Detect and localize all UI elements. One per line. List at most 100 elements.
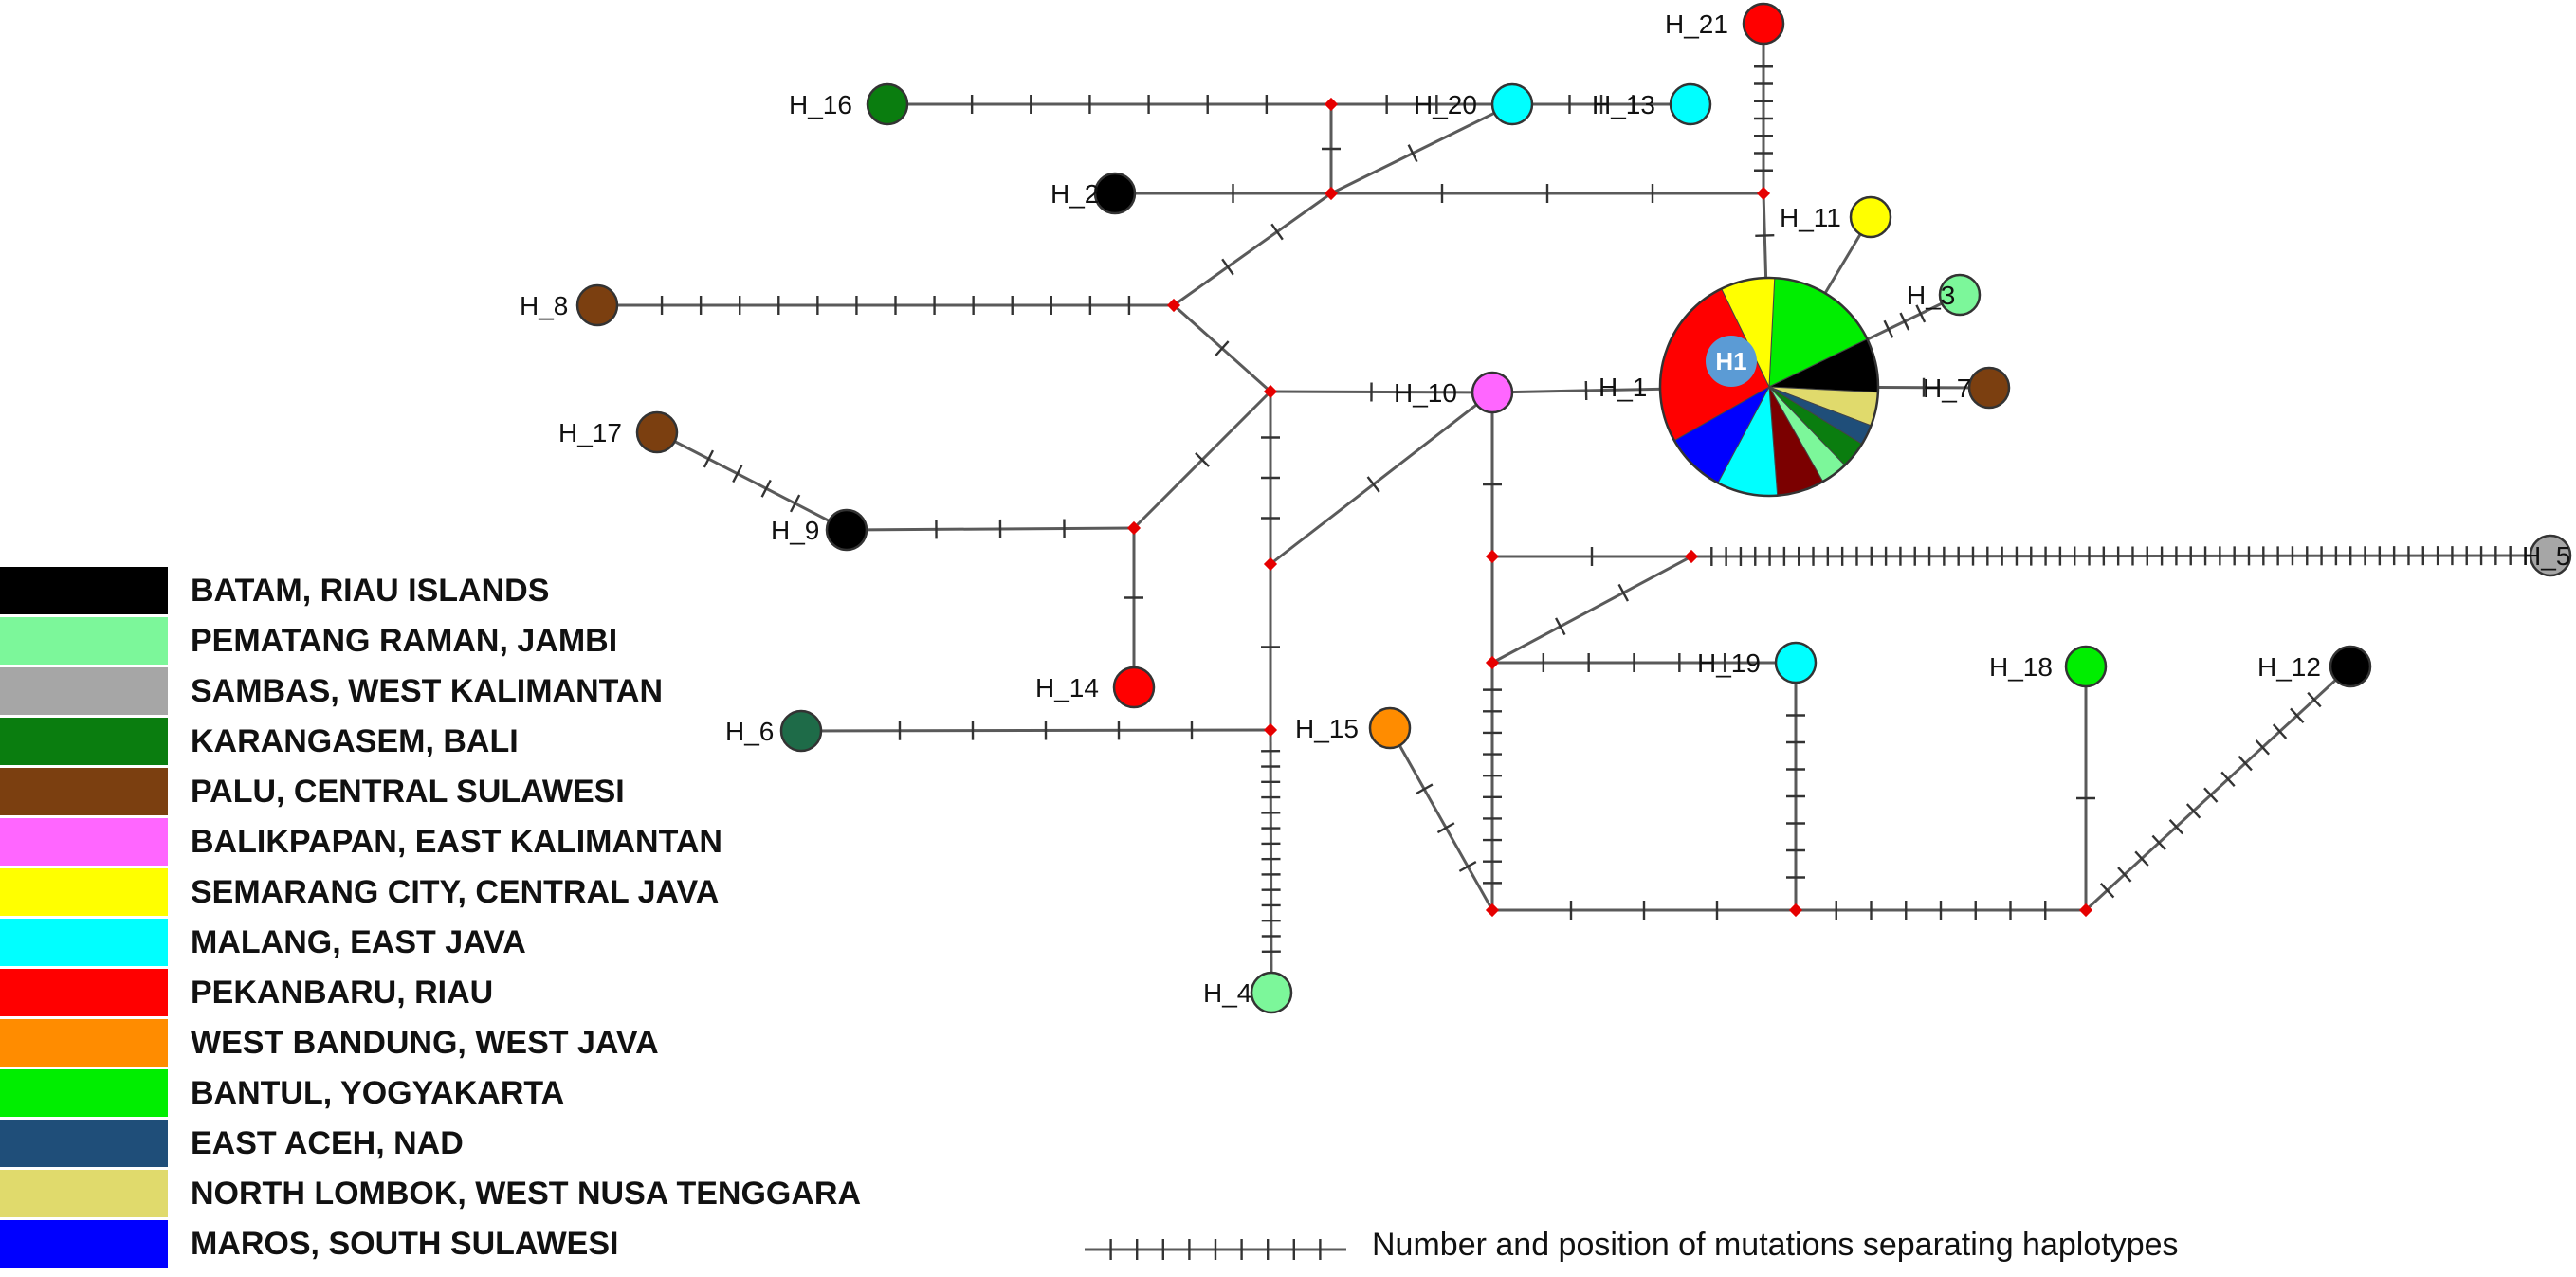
legend-item: SEMARANG CITY, CENTRAL JAVA	[0, 868, 719, 916]
haplotype-label-h9: H_9	[771, 516, 819, 545]
median-vector-mv10	[1684, 549, 1699, 564]
mutation-tick	[2255, 739, 2271, 756]
haplotype-node-h15	[1368, 706, 1412, 750]
legend-label: SAMBAS, WEST KALIMANTAN	[191, 672, 663, 709]
edge-mv7-h10	[1270, 391, 1493, 566]
legend-swatch	[0, 919, 168, 966]
edge-mv14-h12	[2084, 665, 2352, 912]
haplotype-node-h9	[825, 508, 868, 552]
median-vector-mv6	[1126, 520, 1142, 536]
legend-swatch	[0, 1069, 168, 1117]
legend-swatch	[0, 718, 168, 765]
median-vector-mv3	[1756, 186, 1771, 201]
legend-swatch	[0, 667, 168, 715]
mutation-tick	[2151, 834, 2166, 851]
mutation-tick	[1458, 861, 1477, 872]
haplotype-label-h19: H_19	[1697, 648, 1761, 678]
haplotype-label-h11: H_11	[1780, 203, 1841, 232]
mutation-tick	[2117, 867, 2132, 883]
mutation-tick	[1899, 312, 1910, 331]
mutation-tick	[1215, 340, 1230, 356]
haplotype-node-h10	[1471, 371, 1514, 414]
haplotype-label-h8: H_8	[520, 291, 568, 320]
scale-caption: Number and position of mutations separat…	[1372, 1227, 2179, 1263]
edge-h6-mv8	[800, 728, 1271, 733]
mutation-tick	[1755, 234, 1775, 238]
legend-swatch	[0, 969, 168, 1016]
haplotype-node-h12	[2329, 645, 2372, 688]
haplotype-node-h6	[779, 709, 823, 753]
haplotype-node-h21	[1742, 2, 1785, 46]
h1-pie-outline	[1658, 276, 1880, 498]
legend-item: KARANGASEM, BALI	[0, 718, 519, 765]
median-vector-mv1	[1324, 97, 1339, 112]
mutation-tick	[1366, 476, 1380, 493]
median-vector-mv13	[1788, 903, 1803, 918]
legend-item: NORTH LOMBOK, WEST NUSA TENGGARA	[0, 1170, 861, 1217]
scale-bar	[1085, 1239, 1346, 1260]
haplotype-node-h7	[1967, 366, 2011, 410]
legend-item: SAMBAS, WEST KALIMANTAN	[0, 667, 663, 715]
haplotype-label-h12: H_12	[2257, 652, 2321, 682]
haplotype-label-h7: H_7	[1923, 374, 1971, 403]
edge-mv8-h4	[1269, 729, 1273, 994]
mutation-tick	[760, 479, 772, 498]
haplotype-node-h16	[866, 82, 909, 126]
legend-label: NORTH LOMBOK, WEST NUSA TENGGARA	[191, 1175, 862, 1212]
median-vector-mv9	[1485, 549, 1500, 564]
network-edges	[597, 24, 2551, 994]
haplotype-label-h18: H_18	[1989, 652, 2053, 682]
edge-mv11-mv10	[1491, 555, 1692, 665]
haplotype-node-h18	[2064, 645, 2108, 688]
haplotype-node-h20	[1490, 82, 1534, 126]
mutation-tick	[2272, 723, 2288, 739]
edge-h9-h17	[656, 430, 848, 532]
mutation-tick	[2203, 787, 2219, 803]
haplotype-label-h10: H_10	[1394, 378, 1457, 408]
mutation-tick	[1436, 822, 1455, 834]
legend-label: PEKANBARU, RIAU	[191, 974, 494, 1011]
legend-label: KARANGASEM, BALI	[191, 722, 519, 759]
haplotype-node-h17	[635, 410, 679, 454]
haplotype-node-h2	[1093, 172, 1137, 215]
mutation-tick	[1915, 304, 1927, 323]
haplotype-node-h14	[1112, 666, 1156, 709]
mutation-tick	[2220, 771, 2236, 788]
haplotype-node-h8	[575, 283, 619, 327]
legend-swatch	[0, 617, 168, 665]
mutation-ticks	[660, 65, 2512, 953]
mutation-tick	[1415, 783, 1434, 795]
legend-item: BANTUL, YOGYAKARTA	[0, 1069, 564, 1117]
haplotype-label-h17: H_17	[558, 418, 622, 447]
mutation-tick	[2134, 850, 2149, 867]
legend-swatch	[0, 818, 168, 866]
legend-item: PEKANBARU, RIAU	[0, 969, 493, 1016]
median-vector-mv7	[1263, 556, 1278, 572]
legend-swatch	[0, 1019, 168, 1067]
median-vector-mv4	[1166, 298, 1181, 313]
legend-label: MALANG, EAST JAVA	[191, 923, 526, 960]
mutation-tick	[2307, 691, 2322, 708]
mutation-tick	[1270, 223, 1284, 241]
haplotype-label-h20: H_20	[1414, 90, 1477, 119]
haplotype-label-h14: H_14	[1035, 673, 1099, 702]
legend-item: PEMATANG RAMAN, JAMBI	[0, 617, 617, 665]
haplotype-label-h21: H_21	[1665, 9, 1728, 39]
legend-item: EAST ACEH, NAD	[0, 1120, 464, 1167]
legend-swatch	[0, 567, 168, 614]
legend-label: PEMATANG RAMAN, JAMBI	[191, 622, 618, 659]
mutation-tick	[1555, 617, 1566, 636]
legend-item: BALIKPAPAN, EAST KALIMANTAN	[0, 818, 722, 866]
haplotype-label-h6: H_6	[725, 717, 774, 746]
edge-mv2-mv4	[1173, 192, 1332, 307]
legend-label: WEST BANDUNG, WEST JAVA	[191, 1024, 659, 1061]
mutation-tick	[1407, 144, 1418, 163]
h1-badge	[1706, 336, 1757, 387]
mutation-tick	[2099, 883, 2115, 899]
legend-swatch	[0, 1120, 168, 1167]
h1-badge-label: H1	[1715, 347, 1746, 375]
legend-label: BALIKPAPAN, EAST KALIMANTAN	[191, 823, 722, 860]
legend-label: BANTUL, YOGYAKARTA	[191, 1074, 565, 1111]
legend-label: EAST ACEH, NAD	[191, 1124, 464, 1161]
